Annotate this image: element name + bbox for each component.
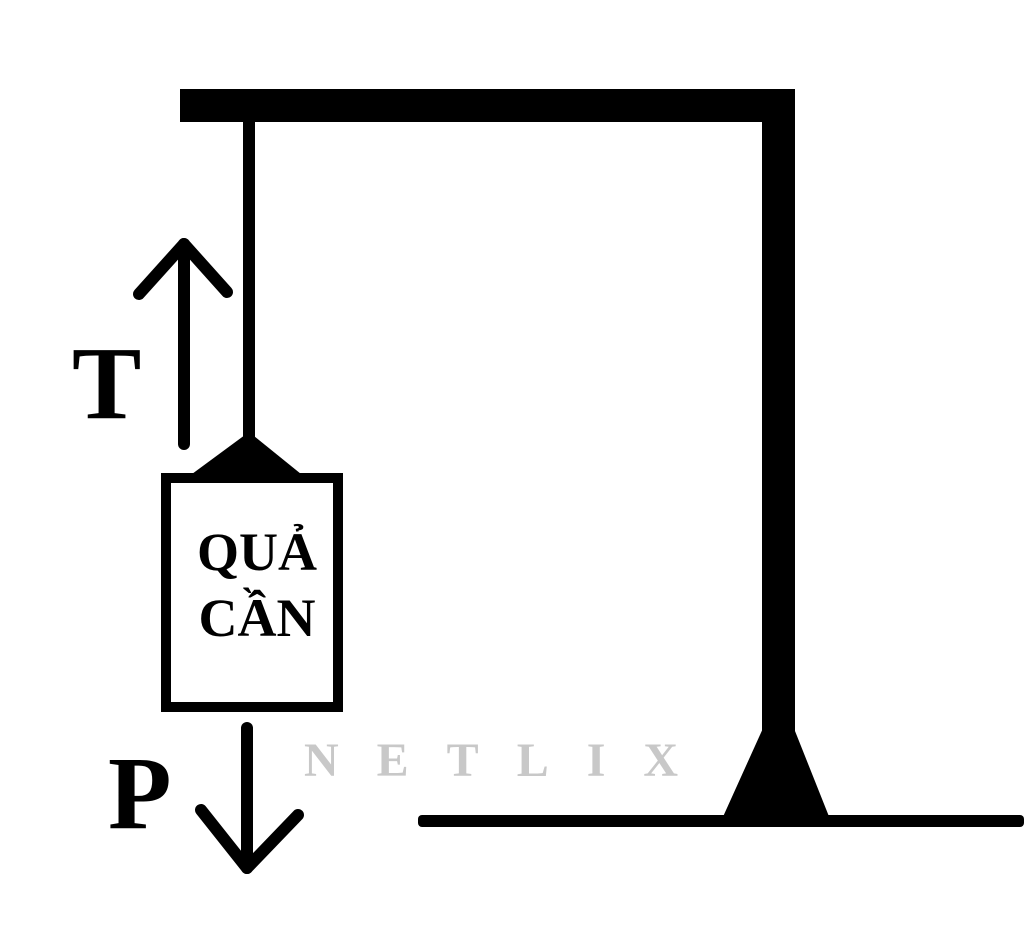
weight-hook-cap: [192, 432, 301, 474]
watermark-text: NETLIX: [304, 734, 716, 787]
ground-line: [418, 815, 1024, 827]
tension-arrow: [133, 238, 233, 450]
stand-base-foot: [722, 726, 830, 819]
string: [243, 120, 255, 442]
stand: [180, 89, 830, 819]
tension-label: T: [72, 326, 141, 441]
weight-box-label-line1: QUẢ: [197, 522, 317, 582]
weight-label: P: [108, 736, 172, 851]
weight-box: [161, 473, 343, 712]
weight-arrow: [195, 722, 304, 874]
stand-vertical-post: [762, 89, 795, 739]
weight-box-label-line2: CẦN: [199, 587, 316, 648]
stand-top-beam: [180, 89, 795, 122]
